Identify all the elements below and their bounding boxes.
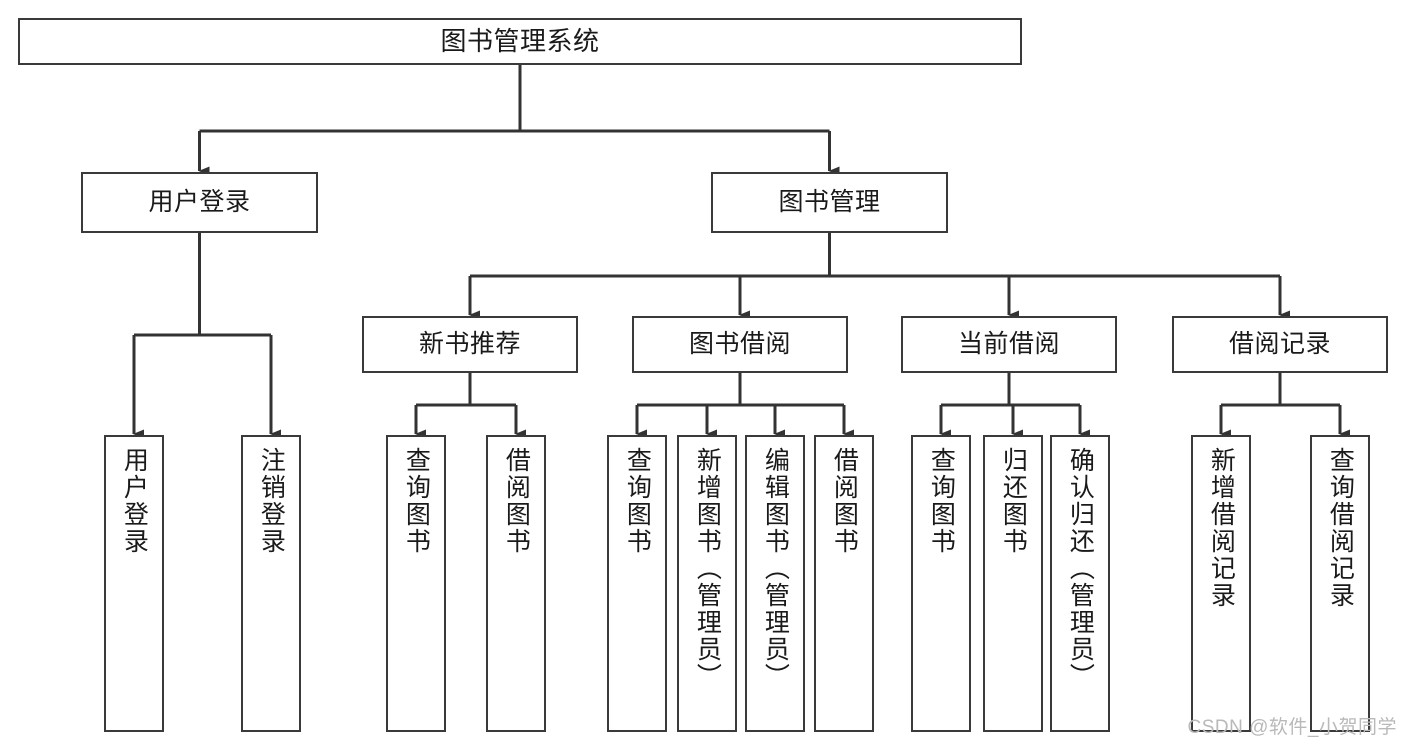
- node-leaf-rec-add[interactable]: 新增借阅记录: [1191, 435, 1251, 732]
- node-book-manage[interactable]: 图书管理: [711, 172, 948, 233]
- node-current-borrow-label: 当前借阅: [957, 329, 1060, 358]
- node-new-book-rec[interactable]: 新书推荐: [362, 316, 578, 373]
- node-leaf-user-login-label: 用户登录: [120, 447, 149, 555]
- node-leaf-cur-query-label: 查询图书: [927, 447, 956, 555]
- node-leaf-borrow-edit-label: 编辑图书（管理员）: [761, 447, 790, 690]
- node-root-label: 图书管理系统: [440, 26, 600, 57]
- node-leaf-user-login[interactable]: 用户登录: [104, 435, 164, 732]
- node-borrow-record-label: 借阅记录: [1228, 329, 1331, 358]
- node-root[interactable]: 图书管理系统: [18, 18, 1022, 65]
- node-leaf-cur-confirm[interactable]: 确认归还（管理员）: [1050, 435, 1110, 732]
- node-leaf-borrow-query-label: 查询图书: [623, 447, 652, 555]
- node-leaf-borrow-lend-label: 借阅图书: [830, 447, 859, 555]
- node-leaf-cur-return-label: 归还图书: [999, 447, 1028, 555]
- node-book-borrow[interactable]: 图书借阅: [632, 316, 848, 373]
- node-leaf-rec-borrow-label: 借阅图书: [502, 447, 531, 555]
- node-leaf-cur-query[interactable]: 查询图书: [911, 435, 971, 732]
- node-leaf-borrow-add-label: 新增图书（管理员）: [693, 447, 722, 690]
- node-leaf-cur-return[interactable]: 归还图书: [983, 435, 1043, 732]
- node-leaf-rec-query2[interactable]: 查询借阅记录: [1310, 435, 1370, 732]
- node-leaf-cur-confirm-label: 确认归还（管理员）: [1066, 447, 1095, 690]
- node-leaf-borrow-lend[interactable]: 借阅图书: [814, 435, 874, 732]
- node-new-book-rec-label: 新书推荐: [418, 329, 521, 358]
- node-user-login-label: 用户登录: [148, 187, 251, 216]
- node-leaf-rec-borrow[interactable]: 借阅图书: [486, 435, 546, 732]
- node-leaf-rec-query2-label: 查询借阅记录: [1326, 447, 1355, 609]
- node-borrow-record[interactable]: 借阅记录: [1172, 316, 1388, 373]
- node-user-login[interactable]: 用户登录: [81, 172, 318, 233]
- node-leaf-user-logout-label: 注销登录: [257, 447, 286, 555]
- node-book-manage-label: 图书管理: [778, 187, 881, 216]
- node-current-borrow[interactable]: 当前借阅: [901, 316, 1117, 373]
- node-leaf-rec-add-label: 新增借阅记录: [1207, 447, 1236, 609]
- node-leaf-borrow-add[interactable]: 新增图书（管理员）: [677, 435, 737, 732]
- node-leaf-rec-query[interactable]: 查询图书: [386, 435, 446, 732]
- node-leaf-user-logout[interactable]: 注销登录: [241, 435, 301, 732]
- node-leaf-rec-query-label: 查询图书: [402, 447, 431, 555]
- node-leaf-borrow-query[interactable]: 查询图书: [607, 435, 667, 732]
- node-leaf-borrow-edit[interactable]: 编辑图书（管理员）: [745, 435, 805, 732]
- node-book-borrow-label: 图书借阅: [688, 329, 791, 358]
